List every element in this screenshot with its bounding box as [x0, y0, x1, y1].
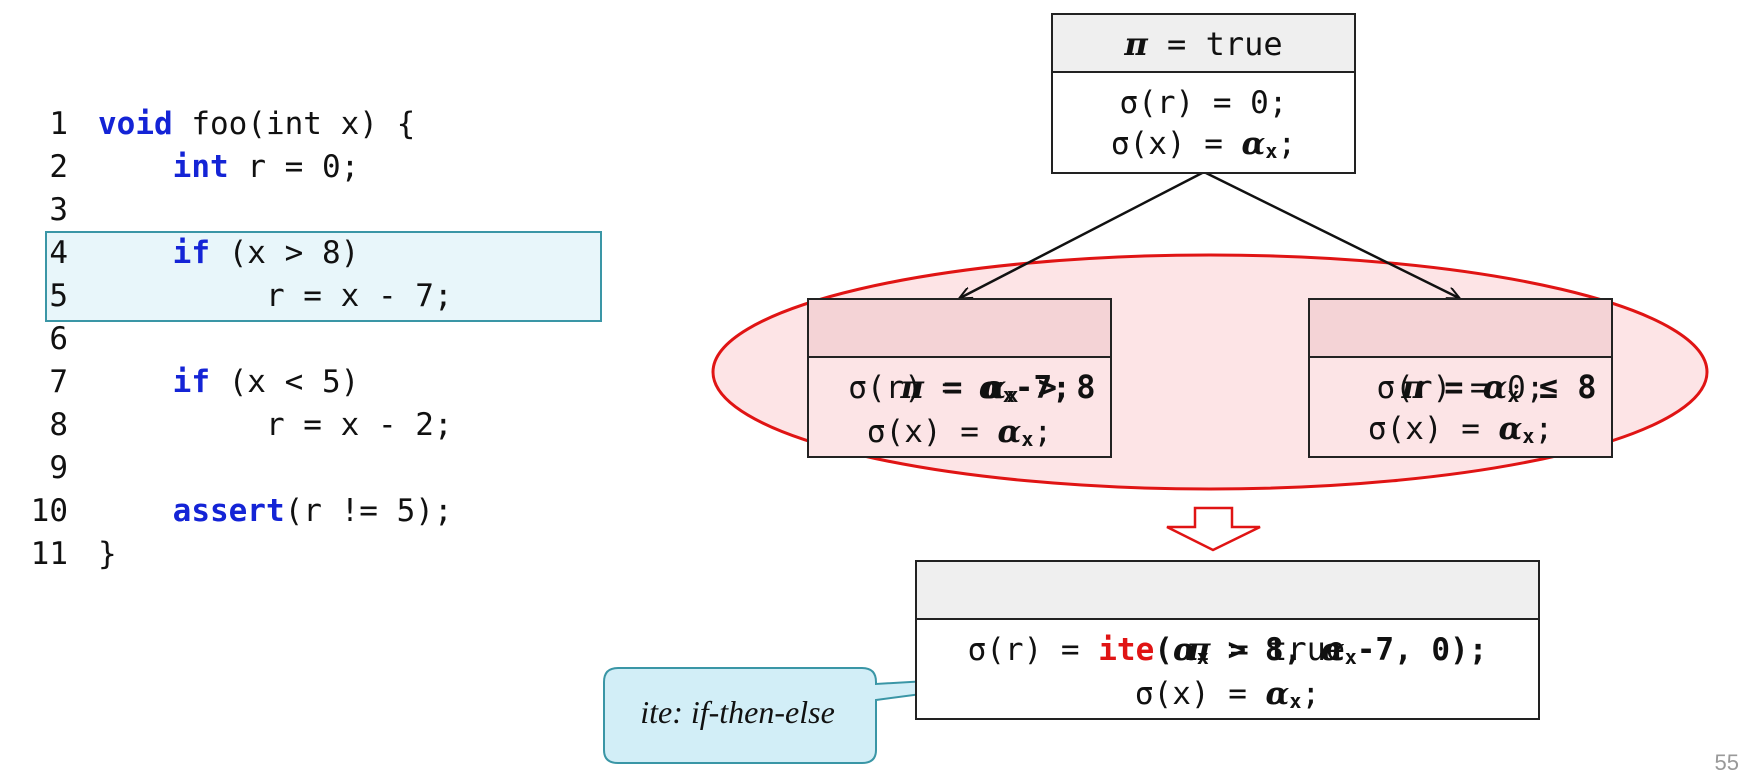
line-number: 7	[49, 364, 68, 400]
code-line: 9	[0, 448, 98, 488]
store-x: σ(x) = αx;	[1134, 676, 1321, 713]
state-path-condition: π = true	[1053, 15, 1354, 73]
code-text: (r != 5);	[284, 493, 453, 529]
code-text: (x > 8)	[209, 235, 360, 271]
code-keyword: void	[98, 106, 173, 142]
store-x: σ(x) = αx;	[1367, 411, 1554, 448]
code-highlight-box	[45, 231, 602, 322]
code-line: 7 if (x < 5)	[0, 362, 359, 402]
line-number: 6	[49, 321, 68, 357]
code-line: 3	[0, 190, 98, 230]
state-path-condition: π = αx ≤ 8	[1310, 300, 1611, 407]
callout-text: ite: if-then-else	[640, 694, 835, 730]
code-text: foo(int x) {	[172, 106, 416, 142]
code-text: }	[98, 536, 117, 572]
line-number: 9	[49, 450, 68, 486]
pi-symbol: π	[1124, 25, 1148, 63]
merge-arrow	[1166, 506, 1261, 552]
edge-to-right-state	[1203, 170, 1459, 298]
state-box-true-branch: π = αx > 8 σ(r) = αx-7; σ(x) = αx;	[807, 298, 1112, 458]
state-symbolic-store: σ(r) = αx-7; σ(x) = αx;	[809, 358, 1110, 456]
store-r: σ(r) = αx-7;	[848, 370, 1071, 407]
code-text: r = 0;	[228, 149, 360, 185]
line-number: 3	[49, 192, 68, 228]
store-r: σ(r) = 0;	[1119, 85, 1288, 121]
state-path-condition: π = αx > 8	[809, 300, 1110, 407]
code-keyword: assert	[172, 493, 285, 529]
code-line: 5 r = x - 7;	[0, 276, 453, 316]
code-line: 8 r = x - 2;	[0, 405, 453, 445]
state-symbolic-store: σ(r) = ite(αx > 8, αx-7, 0); σ(x) = αx;	[917, 620, 1538, 718]
code-text: r = x - 7;	[265, 278, 453, 314]
line-number: 11	[30, 536, 68, 572]
edge-to-left-state	[960, 170, 1205, 298]
state-symbolic-store: σ(r) = 0; σ(x) = αx;	[1053, 73, 1354, 168]
state-box-merged: π = true σ(r) = ite(αx > 8, αx-7, 0); σ(…	[915, 560, 1540, 720]
code-line: 2 int r = 0;	[0, 147, 359, 187]
line-number: 8	[49, 407, 68, 443]
line-number: 10	[30, 493, 68, 529]
state-box-initial: π = true σ(r) = 0; σ(x) = αx;	[1051, 13, 1356, 174]
line-number: 2	[49, 149, 68, 185]
code-keyword: if	[172, 235, 210, 271]
code-keyword: if	[172, 364, 210, 400]
store-r: σ(r) = ite(αx > 8, αx-7, 0);	[967, 632, 1488, 669]
code-text: (x < 5)	[209, 364, 360, 400]
store-x: σ(x) = αx;	[1110, 126, 1297, 163]
line-number: 1	[49, 106, 68, 142]
code-line: 1 void foo(int x) {	[0, 104, 415, 144]
state-path-condition: π = true	[917, 562, 1538, 668]
code-line: 4 if (x > 8)	[0, 233, 359, 273]
ite-keyword: ite	[1098, 632, 1155, 668]
state-box-false-branch: π = αx ≤ 8 σ(r) = 0; σ(x) = αx;	[1308, 298, 1613, 458]
page-number: 55	[1714, 750, 1739, 775]
code-text: r = x - 2;	[265, 407, 453, 443]
code-line: 6	[0, 319, 98, 359]
state-symbolic-store: σ(r) = 0; σ(x) = αx;	[1310, 358, 1611, 456]
callout-bubble	[603, 667, 1098, 764]
code-line: 10 assert(r != 5);	[0, 491, 453, 531]
store-r: σ(r) = 0;	[1376, 370, 1545, 406]
line-number: 4	[49, 235, 68, 271]
store-x: σ(x) = αx;	[866, 414, 1053, 451]
code-keyword: int	[172, 149, 229, 185]
line-number: 5	[49, 278, 68, 314]
code-line: 11}	[0, 534, 117, 574]
